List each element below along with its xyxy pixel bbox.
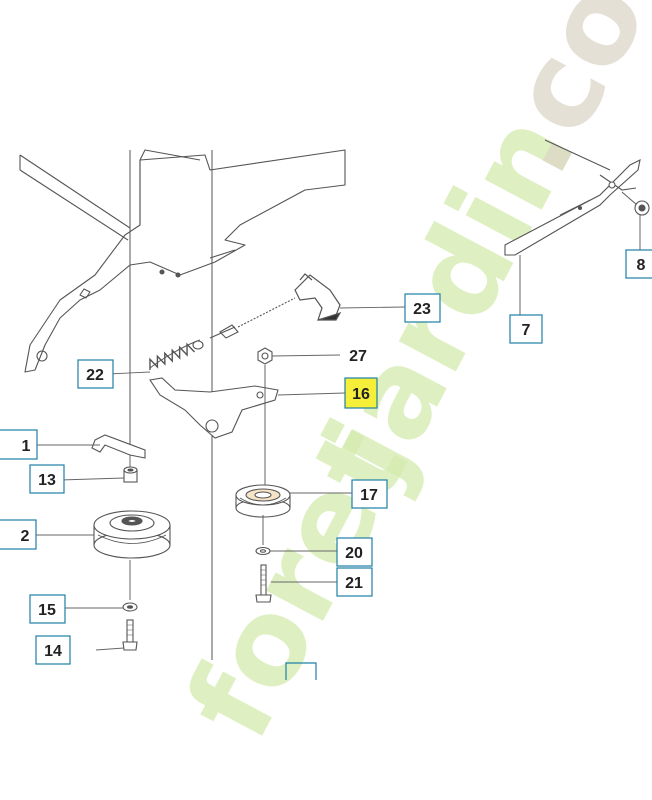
tension-cable-assembly (149, 273, 342, 371)
control-rod-7 (504, 139, 641, 315)
washer-20 (255, 515, 271, 556)
watermark: foret jardin .com (159, 0, 652, 760)
callout-17[interactable]: 17 (351, 479, 388, 509)
nut-27 (257, 347, 273, 485)
callout-27[interactable]: 27 (349, 348, 367, 365)
bolt-14 (122, 619, 138, 651)
callout-16-label: 16 (352, 386, 370, 403)
idler-arm (149, 377, 279, 439)
bolt-21 (255, 564, 272, 603)
idler-pulley-17 (235, 484, 291, 518)
frame-assembly (19, 149, 346, 660)
spring (149, 342, 196, 371)
callout-14[interactable]: 14 (35, 635, 71, 665)
cable-handle (294, 273, 342, 321)
leader-lines (36, 306, 406, 651)
callout-22-label: 22 (86, 367, 104, 384)
washer-15 (122, 560, 138, 612)
callout-13[interactable]: 13 (29, 464, 65, 494)
spacer-13 (123, 455, 138, 483)
callout-20-label: 20 (345, 545, 363, 562)
callout-16[interactable]: 16 (344, 377, 378, 409)
callout-1[interactable]: 1 (0, 429, 38, 460)
callout-2-label: 2 (21, 528, 30, 545)
callout-1-label: 1 (22, 438, 31, 455)
callout-23[interactable]: 23 (404, 293, 441, 323)
callout-22[interactable]: 22 (77, 359, 114, 389)
callout-15[interactable]: 15 (29, 594, 66, 624)
callout-21[interactable]: 21 (336, 567, 373, 597)
callouts: 1 2 7 8 13 14 15 (0, 249, 652, 680)
drive-pulley-2 (93, 510, 171, 559)
bracket-1 (91, 434, 146, 459)
washer-8 (621, 191, 650, 250)
callout-27-label: 27 (349, 348, 367, 365)
callout-20[interactable]: 20 (336, 537, 373, 567)
callout-8-label: 8 (637, 257, 646, 274)
callout-14-label: 14 (44, 643, 62, 660)
callout-8[interactable]: 8 (625, 249, 652, 279)
callout-23-label: 23 (413, 301, 431, 318)
callout-13-label: 13 (38, 472, 56, 489)
callout-7[interactable]: 7 (509, 314, 543, 344)
callout-2[interactable]: 2 (0, 519, 37, 550)
callout-15-label: 15 (38, 602, 56, 619)
callout-17-label: 17 (360, 487, 378, 504)
callout-partial-bottom (285, 662, 317, 680)
callout-7-label: 7 (522, 322, 531, 339)
callout-21-label: 21 (345, 575, 363, 592)
